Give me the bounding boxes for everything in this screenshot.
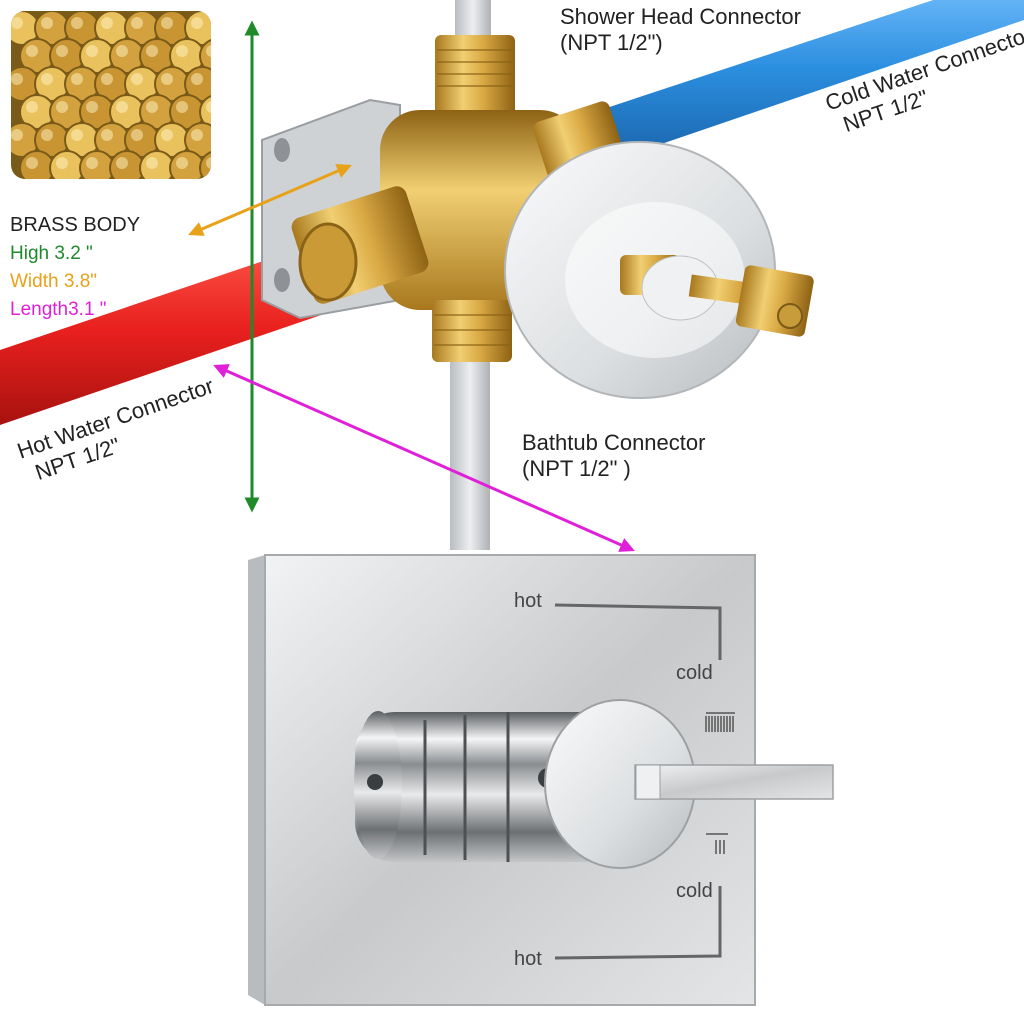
brass-rod-highlight [206, 101, 211, 113]
brass-rod-highlight [131, 73, 143, 85]
lever-handle [354, 699, 834, 869]
brass-rod-highlight [146, 157, 158, 169]
bathtub-pipe [450, 340, 490, 550]
brass-rod-end [19, 150, 55, 179]
brass-rod-highlight [131, 17, 143, 29]
brass-rod-highlight [161, 129, 173, 141]
bathtub-spec: (NPT 1/2" ) [522, 456, 631, 481]
plate-top-cold: cold [676, 662, 713, 684]
brass-rod-end [139, 150, 175, 179]
shower-head-name: Shower Head Connector [560, 4, 801, 29]
brass-body-info: BRASS BODY High 3.2 " Width 3.8" Length3… [10, 212, 140, 322]
brass-rod-highlight [56, 45, 68, 57]
brass-rod-highlight [146, 101, 158, 113]
brass-rod-highlight [176, 101, 188, 113]
brass-rod-highlight [176, 45, 188, 57]
brass-body-title: BRASS BODY [10, 214, 141, 236]
bathtub-name: Bathtub Connector [522, 430, 706, 455]
brass-rod-highlight [101, 129, 113, 141]
brass-rod-highlight [116, 101, 128, 113]
brass-rod-end [79, 150, 115, 179]
brass-rod-end [49, 150, 85, 179]
brass-rod-highlight [161, 17, 173, 29]
plate-bottom-hot: hot [514, 948, 542, 970]
brass-rod-highlight [101, 73, 113, 85]
brass-body-high: High 3.2 " [10, 243, 93, 264]
brass-rod-highlight [191, 17, 203, 29]
brass-rod-highlight [101, 17, 113, 29]
brass-rod-end [109, 150, 145, 179]
brass-rod-highlight [41, 73, 53, 85]
brass-rod-highlight [26, 101, 38, 113]
cold-water-pipe [570, 0, 1024, 165]
brass-rod-highlight [11, 129, 23, 141]
brass-rod-highlight [41, 129, 53, 141]
brass-rod-highlight [206, 45, 211, 57]
brass-rod-highlight [161, 73, 173, 85]
brass-rod-highlight [191, 73, 203, 85]
mixing-valve [291, 35, 814, 399]
brass-body-length: Length3.1 " [10, 299, 107, 320]
brass-rod-end [199, 150, 211, 179]
shower-head-label: Shower Head Connector (NPT 1/2") [560, 4, 801, 56]
brass-rod-highlight [56, 101, 68, 113]
brass-rod-highlight [26, 157, 38, 169]
brass-rods-photo [11, 11, 211, 179]
brass-rod-highlight [176, 157, 188, 169]
brass-rod-highlight [116, 45, 128, 57]
brass-rod-highlight [86, 157, 98, 169]
brass-rod-highlight [131, 129, 143, 141]
width-arrow [188, 164, 352, 236]
shower-head-spec: (NPT 1/2") [560, 30, 663, 55]
plate-bottom-cold: cold [676, 880, 713, 902]
brass-rod-highlight [71, 129, 83, 141]
plate-top-hot: hot [514, 590, 542, 612]
bathtub-label: Bathtub Connector (NPT 1/2" ) [522, 430, 705, 482]
brass-rod-highlight [206, 157, 211, 169]
length-arrow [213, 364, 635, 552]
brass-rod-highlight [11, 73, 23, 85]
brass-rod-highlight [191, 129, 203, 141]
brass-rod-highlight [26, 45, 38, 57]
brass-rod-highlight [71, 73, 83, 85]
brass-body-width: Width 3.8" [10, 271, 98, 292]
brass-rod-highlight [146, 45, 158, 57]
brass-rod-highlight [86, 45, 98, 57]
brass-rod-highlight [41, 17, 53, 29]
brass-rod-highlight [116, 157, 128, 169]
brass-rod-highlight [86, 101, 98, 113]
brass-rod-highlight [71, 17, 83, 29]
brass-rod-end [169, 150, 205, 179]
brass-rod-highlight [56, 157, 68, 169]
brass-rod-highlight [11, 17, 23, 29]
